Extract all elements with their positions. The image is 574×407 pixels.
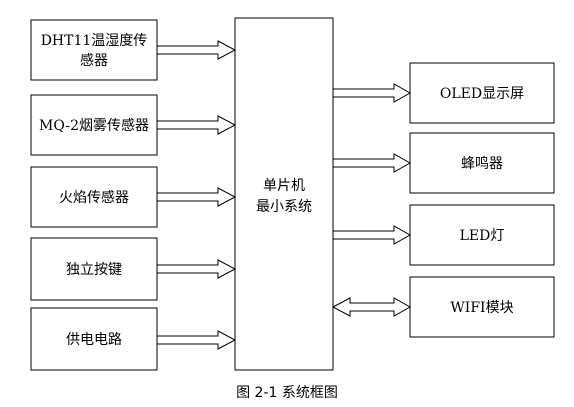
power-label: 供电电路 [66, 332, 122, 348]
input-box-dht11: DHT11温湿度传 感器 [30, 19, 158, 81]
arrow-flame-to-mcu [156, 187, 237, 207]
arrow-mcu-to-led [332, 225, 412, 245]
input-box-mq2: MQ-2烟雾传感器 [30, 94, 158, 156]
arrow-mcu-wifi-bidirectional [331, 297, 412, 317]
arrow-key-to-mcu [156, 259, 237, 279]
led-label: LED灯 [460, 228, 505, 244]
output-box-led: LED灯 [409, 204, 555, 266]
dht11-label-line1: DHT11温湿度传 [41, 33, 148, 49]
arrow-dht11-to-mcu [156, 40, 237, 60]
output-box-buzzer: 蜂鸣器 [409, 132, 555, 194]
wifi-label: WIFI模块 [450, 300, 513, 316]
key-label: 独立按键 [66, 262, 122, 278]
flame-label: 火焰传感器 [59, 189, 129, 206]
mcu-box: 单片机 最小系统 [234, 17, 334, 371]
arrow-mcu-to-oled [332, 83, 412, 103]
mcu-label-line1: 单片机 [263, 178, 305, 194]
figure-caption: 图 2-1 系统框图 [236, 385, 338, 401]
mq2-label: MQ-2烟雾传感器 [39, 117, 149, 134]
mcu-label-line2: 最小系统 [256, 199, 312, 215]
input-box-power: 供电电路 [30, 307, 158, 371]
arrow-mcu-to-buzzer [332, 153, 412, 173]
arrow-mq2-to-mcu [156, 115, 237, 135]
output-box-oled: OLED显示屏 [409, 62, 555, 124]
arrow-power-to-mcu [156, 330, 237, 350]
dht11-label-line2: 感器 [80, 52, 108, 69]
input-box-flame: 火焰传感器 [30, 166, 158, 228]
oled-label: OLED显示屏 [440, 86, 524, 102]
input-box-key: 独立按键 [30, 237, 158, 301]
output-box-wifi: WIFI模块 [409, 276, 555, 338]
buzzer-label: 蜂鸣器 [461, 155, 503, 172]
